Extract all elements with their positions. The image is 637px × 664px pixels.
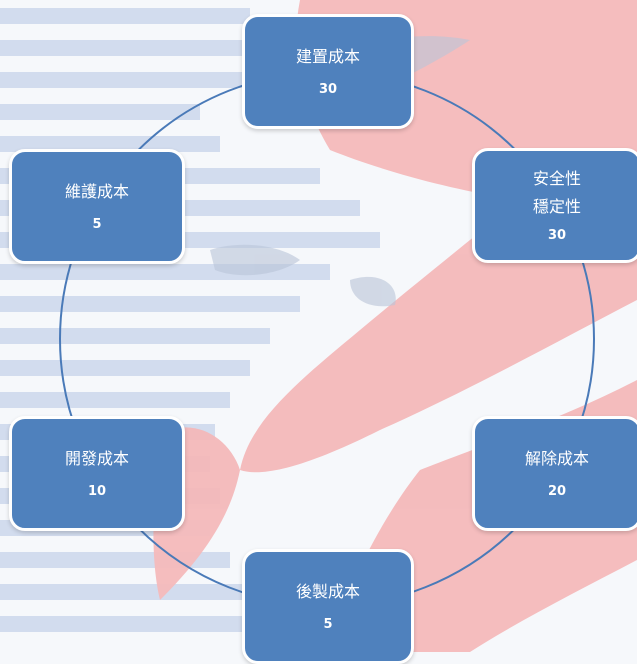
node-maintenance-cost[interactable]: 維護成本 5 — [9, 149, 185, 264]
node-development-cost-label: 開發成本 — [64, 448, 129, 468]
node-build-cost-label: 建置成本 — [295, 46, 360, 66]
node-post-production-cost[interactable]: 後製成本 5 — [242, 549, 414, 664]
node-unlock-cost[interactable]: 解除成本 20 — [472, 416, 637, 531]
node-build-cost-value: 30 — [318, 81, 338, 97]
node-maintenance-cost-value: 5 — [92, 216, 102, 232]
node-security-label-line2: 穩定性 — [532, 196, 581, 216]
node-post-production-cost-value: 5 — [323, 616, 333, 632]
node-development-cost-value: 10 — [87, 483, 107, 499]
node-post-production-cost-label: 後製成本 — [295, 581, 360, 601]
node-unlock-cost-value: 20 — [547, 483, 567, 499]
node-development-cost[interactable]: 開發成本 10 — [9, 416, 185, 531]
node-security-label-line1: 安全性 — [532, 168, 581, 188]
node-security-value: 30 — [547, 227, 567, 243]
node-build-cost[interactable]: 建置成本 30 — [242, 14, 414, 129]
node-security-stability[interactable]: 安全性 穩定性 30 — [472, 148, 637, 263]
node-unlock-cost-label: 解除成本 — [524, 448, 589, 468]
node-maintenance-cost-label: 維護成本 — [64, 181, 129, 201]
